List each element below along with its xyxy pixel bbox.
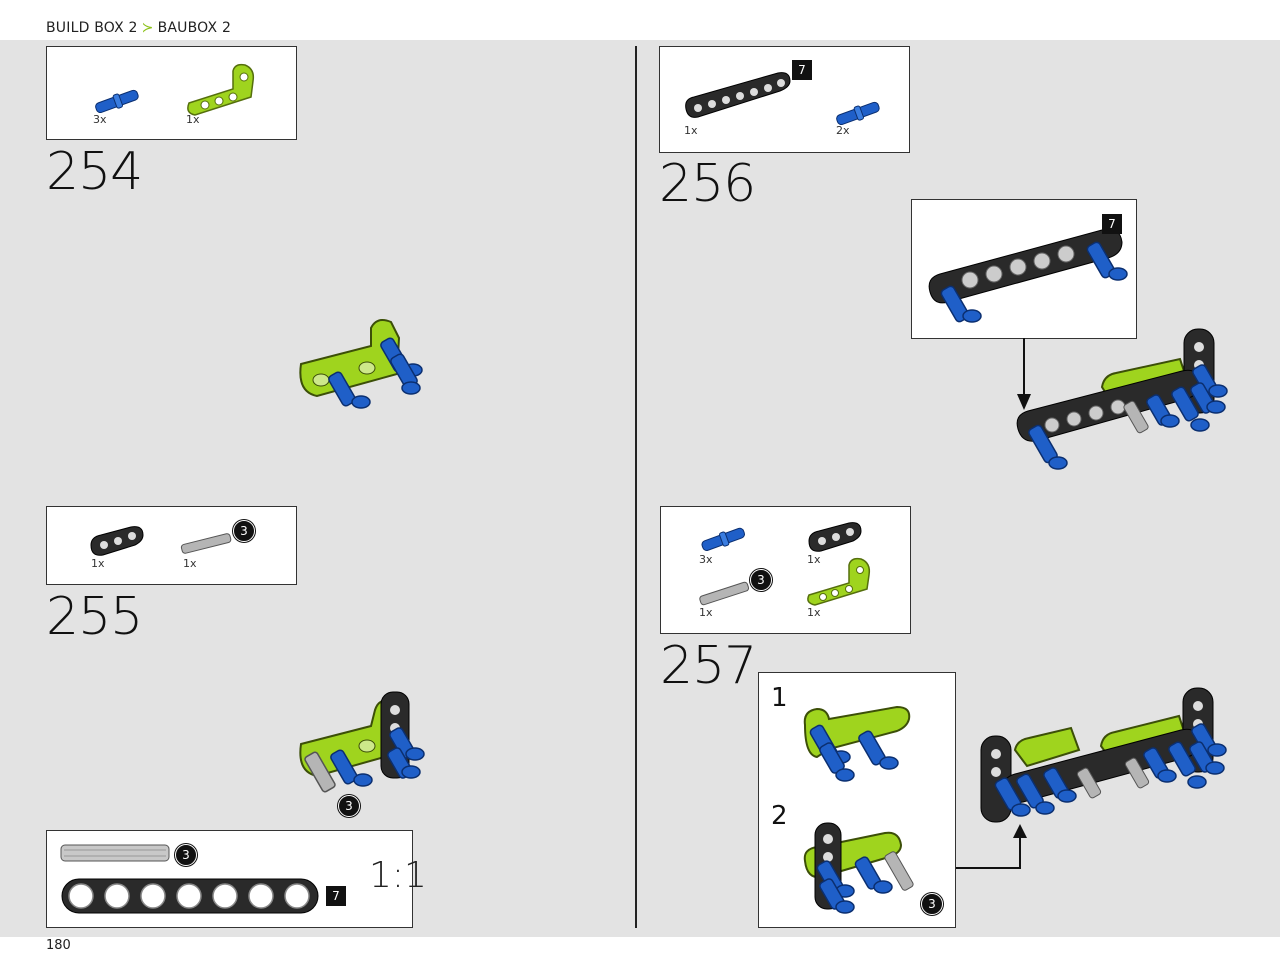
substeps-257: 1 2 3 xyxy=(758,672,956,928)
assembly-256 xyxy=(1016,328,1228,470)
lime-beam-icon xyxy=(187,63,255,116)
breadcrumb-build-box: BUILD BOX 2 xyxy=(46,20,138,36)
qty-256-beam: 1x xyxy=(684,124,698,137)
arrow-256 xyxy=(1017,338,1031,410)
scale-label: 1:1 xyxy=(369,855,427,896)
length-badge-257: 3 xyxy=(750,569,772,591)
axle-length-badge: 3 xyxy=(175,844,197,866)
arrow-257 xyxy=(956,824,1027,869)
page-divider xyxy=(635,46,637,928)
header: BUILD BOX 2≻BAUBOX 2 xyxy=(0,0,1280,40)
step-number-256: 256 xyxy=(659,154,756,214)
qty-254-pin: 3x xyxy=(93,113,107,126)
breadcrumb-baubox: BAUBOX 2 xyxy=(157,20,232,36)
blue-pin-icon xyxy=(701,527,745,551)
parts-list-254: 3x 1x xyxy=(46,46,297,140)
lime-beam-icon xyxy=(807,557,871,606)
page-number: 180 xyxy=(46,938,71,953)
callout-badge-256: 7 xyxy=(1102,214,1122,234)
qty-254-beam: 1x xyxy=(186,113,200,126)
beam-length-badge: 7 xyxy=(326,886,346,906)
black-beam-3-icon xyxy=(808,522,862,552)
parts-list-257: 3x 1x 3 1x 1x xyxy=(660,506,911,634)
substep-2-number: 2 xyxy=(771,801,788,831)
breadcrumb-separator-icon: ≻ xyxy=(141,20,154,36)
qty-257-beam: 1x xyxy=(807,553,821,566)
qty-256-pin: 2x xyxy=(836,124,850,137)
black-beam-3-icon xyxy=(90,526,144,556)
qty-255-beam: 1x xyxy=(91,557,105,570)
step-number-254: 254 xyxy=(46,142,143,202)
assembly-255 xyxy=(299,691,425,793)
callout-256: 7 xyxy=(911,199,1137,339)
parts-list-255: 1x 1x 3 xyxy=(46,506,297,585)
qty-255-axle: 1x xyxy=(183,557,197,570)
substep-1-assembly xyxy=(803,705,911,782)
step-number-255: 255 xyxy=(46,587,143,647)
length-badge-255: 3 xyxy=(233,520,255,542)
axle-3-ruler xyxy=(60,844,170,862)
substep-badge-257: 3 xyxy=(921,893,943,915)
assembly-257 xyxy=(980,687,1227,823)
beam-7-ruler xyxy=(61,878,319,914)
substep-1-number: 1 xyxy=(771,683,788,713)
scale-reference-box: 3 7 1:1 xyxy=(46,830,427,928)
substep-2-assembly xyxy=(803,822,914,914)
qty-257-lime: 1x xyxy=(807,606,821,619)
qty-257-axle: 1x xyxy=(699,606,713,619)
grey-axle-icon xyxy=(180,533,232,554)
callout-badge-255: 3 xyxy=(338,795,360,817)
blue-pin-icon xyxy=(95,89,139,114)
callout-assembly-256 xyxy=(928,228,1128,323)
grey-axle-icon xyxy=(699,581,750,606)
parts-list-256: 1x 7 2x xyxy=(659,46,910,153)
black-beam-7-icon xyxy=(685,72,791,118)
step-number-257: 257 xyxy=(660,636,757,696)
qty-257-pin: 3x xyxy=(699,553,713,566)
length-badge-256: 7 xyxy=(792,60,812,80)
assembly-254 xyxy=(299,319,423,409)
blue-pin-icon xyxy=(836,101,880,126)
breadcrumb: BUILD BOX 2≻BAUBOX 2 xyxy=(46,20,231,36)
